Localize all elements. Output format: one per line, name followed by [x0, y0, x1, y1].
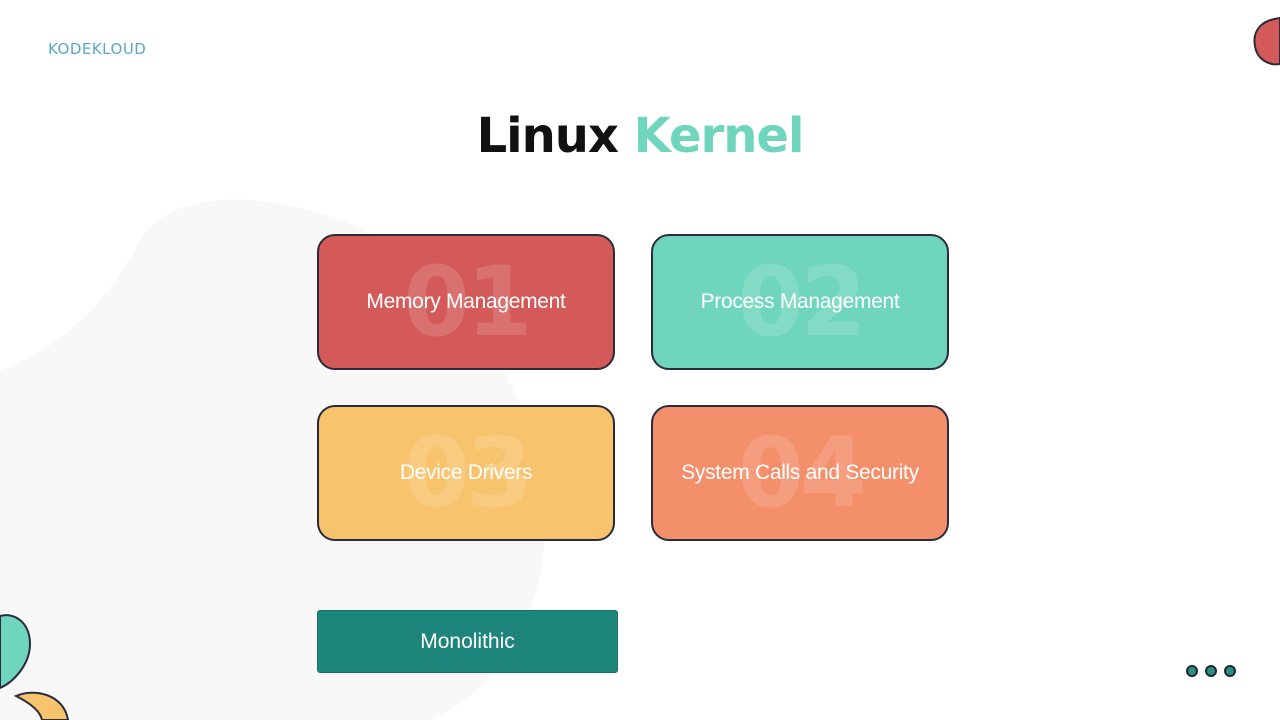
dot-icon	[1224, 665, 1236, 677]
monolithic-label: Monolithic	[420, 629, 515, 653]
page-title: Linux Kernel	[0, 108, 1280, 164]
card-label: Device Drivers	[399, 461, 533, 484]
monolithic-button[interactable]: Monolithic	[317, 610, 618, 673]
dot-icon	[1205, 665, 1217, 677]
card-system-calls-security: 04 System Calls and Security	[651, 405, 949, 541]
logo-text: KODEKLOUD	[48, 40, 147, 58]
kodekloud-logo: KODEKLOUD	[48, 40, 146, 58]
corner-leaf-left	[0, 614, 32, 690]
card-process-management: 02 Process Management	[651, 234, 949, 370]
card-label: Process Management	[700, 290, 900, 313]
title-word-linux: Linux	[476, 108, 619, 164]
card-number: 03	[403, 417, 533, 529]
corner-blob-bottom-left	[14, 691, 70, 720]
more-dots[interactable]	[1186, 665, 1236, 677]
card-device-drivers: 03 Device Drivers	[317, 405, 615, 541]
card-label: Memory Management	[366, 290, 566, 313]
corner-blob-top-right	[1253, 16, 1280, 66]
dot-icon	[1186, 665, 1198, 677]
title-word-kernel: Kernel	[633, 108, 805, 164]
card-number: 04	[737, 417, 867, 529]
card-number: 02	[737, 246, 867, 358]
card-memory-management: 01 Memory Management	[317, 234, 615, 370]
card-number: 01	[403, 246, 533, 358]
card-label: System Calls and Security	[681, 461, 919, 484]
